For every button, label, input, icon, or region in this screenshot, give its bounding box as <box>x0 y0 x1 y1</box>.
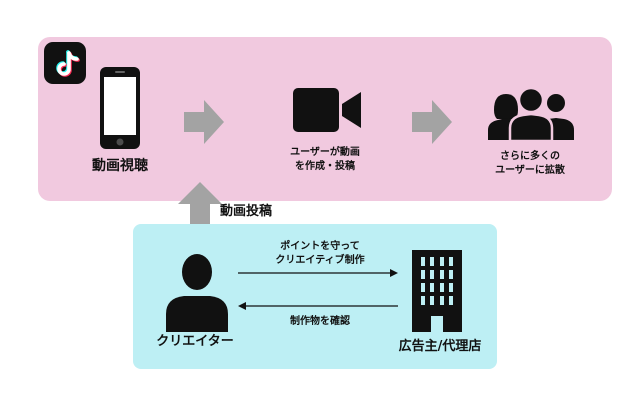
creator-label: クリエイター <box>156 334 234 349</box>
advertiser-label: 広告主/代理店 <box>398 339 482 354</box>
video-camera-icon <box>293 88 361 132</box>
office-building-icon <box>412 250 462 332</box>
right-arrow-icon <box>412 100 452 144</box>
left-line-arrow-icon <box>238 301 398 311</box>
spread-label: さらに多くの ユーザーに拡散 <box>470 150 590 177</box>
tiktok-logo-icon <box>44 42 86 84</box>
right-line-arrow-icon <box>238 268 398 278</box>
spread-label-line2: ユーザーに拡散 <box>495 164 565 176</box>
arrow-top-label: ポイントを守って クリエイティブ制作 <box>255 240 385 267</box>
up-arrow-icon <box>178 182 222 230</box>
viewing-label: 動画視聴 <box>92 158 148 174</box>
arrow-top-label-line2: クリエイティブ制作 <box>275 254 365 266</box>
arrow-top-label-line1: ポイントを守って <box>280 241 360 252</box>
spread-label-line1: さらに多くの <box>500 151 560 162</box>
smartphone-icon <box>100 67 140 149</box>
arrow-bottom-label: 制作物を確認 <box>290 316 350 327</box>
creator-person-icon <box>166 254 228 332</box>
user-video-label-line2: を作成・投稿 <box>295 160 355 172</box>
user-video-label: ユーザーが動画 を作成・投稿 <box>270 146 380 173</box>
user-group-icon <box>488 86 574 143</box>
video-post-label: 動画投稿 <box>220 204 273 219</box>
right-arrow-icon <box>184 100 224 144</box>
user-video-label-line1: ユーザーが動画 <box>290 147 360 158</box>
